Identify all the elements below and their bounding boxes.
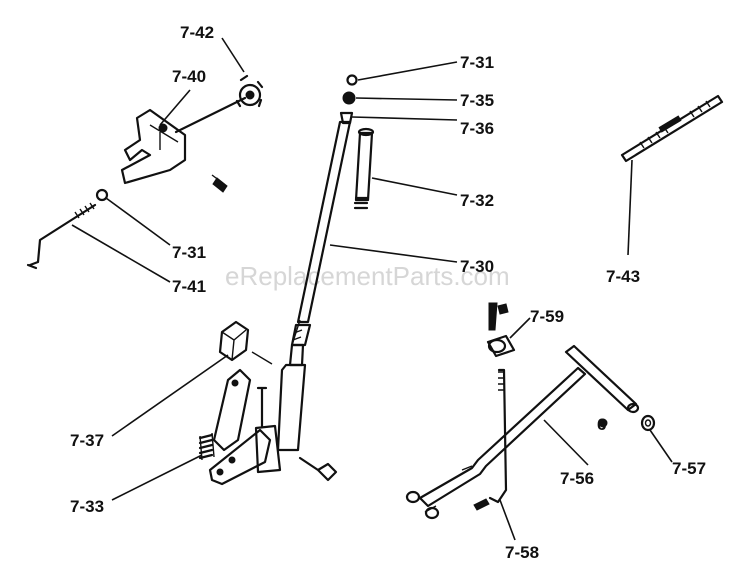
label-7-57: 7-57 (672, 459, 706, 478)
label-7-32: 7-32 (460, 191, 494, 210)
part-7-42-knob (235, 74, 264, 108)
leader-lines (71, 37, 673, 541)
part-7-41-rod (26, 188, 109, 270)
part-labels: 7-42 7-40 7-31 7-35 7-36 7-32 7-31 7-30 … (70, 23, 706, 562)
leader-7-41 (71, 224, 171, 283)
leader-7-36 (351, 116, 458, 121)
part-7-40-bracket (120, 96, 247, 193)
label-7-56: 7-56 (560, 469, 594, 488)
leader-7-59 (509, 317, 531, 339)
leader-7-43 (627, 159, 633, 256)
part-7-58-j-rod (473, 368, 508, 511)
label-7-59: 7-59 (530, 307, 564, 326)
label-7-37: 7-37 (70, 431, 104, 450)
label-7-31-top: 7-31 (460, 53, 494, 72)
leader-7-40 (159, 89, 191, 126)
label-7-42: 7-42 (180, 23, 214, 42)
leader-7-33 (111, 454, 203, 501)
part-7-37-block (212, 320, 252, 452)
leader-7-35 (355, 97, 458, 101)
label-7-36: 7-36 (460, 119, 494, 138)
label-7-35: 7-35 (460, 91, 494, 110)
leader-7-31-left (105, 197, 171, 246)
label-7-40: 7-40 (172, 67, 206, 86)
watermark: eReplacementParts.com (225, 261, 510, 291)
leader-7-57 (649, 429, 673, 463)
leader-7-42 (221, 37, 245, 73)
part-7-56-lever-assembly (405, 344, 640, 520)
label-7-58: 7-58 (505, 543, 539, 562)
part-7-43-threaded-rod (620, 94, 724, 163)
leader-7-58 (499, 499, 516, 541)
part-7-33-spring (198, 432, 215, 461)
label-7-30: 7-30 (460, 257, 494, 276)
part-7-30-lever (276, 120, 352, 452)
part-7-59-bolt (486, 302, 516, 358)
leader-7-56 (543, 419, 589, 466)
leader-7-32 (371, 177, 458, 196)
part-7-31-top (346, 74, 358, 86)
leader-7-30 (329, 244, 458, 263)
leader-7-37 (111, 354, 229, 437)
label-7-41: 7-41 (172, 277, 206, 296)
part-lower-bracket (208, 351, 338, 486)
part-7-35-washer (342, 91, 356, 105)
label-7-33: 7-33 (70, 497, 104, 516)
label-7-43: 7-43 (606, 267, 640, 286)
label-7-31-left: 7-31 (172, 243, 206, 262)
part-7-57-bushing (640, 414, 656, 432)
leader-7-31-top (357, 61, 458, 81)
part-7-32-tube (353, 127, 375, 210)
label-stray-6: 6 (597, 415, 606, 434)
